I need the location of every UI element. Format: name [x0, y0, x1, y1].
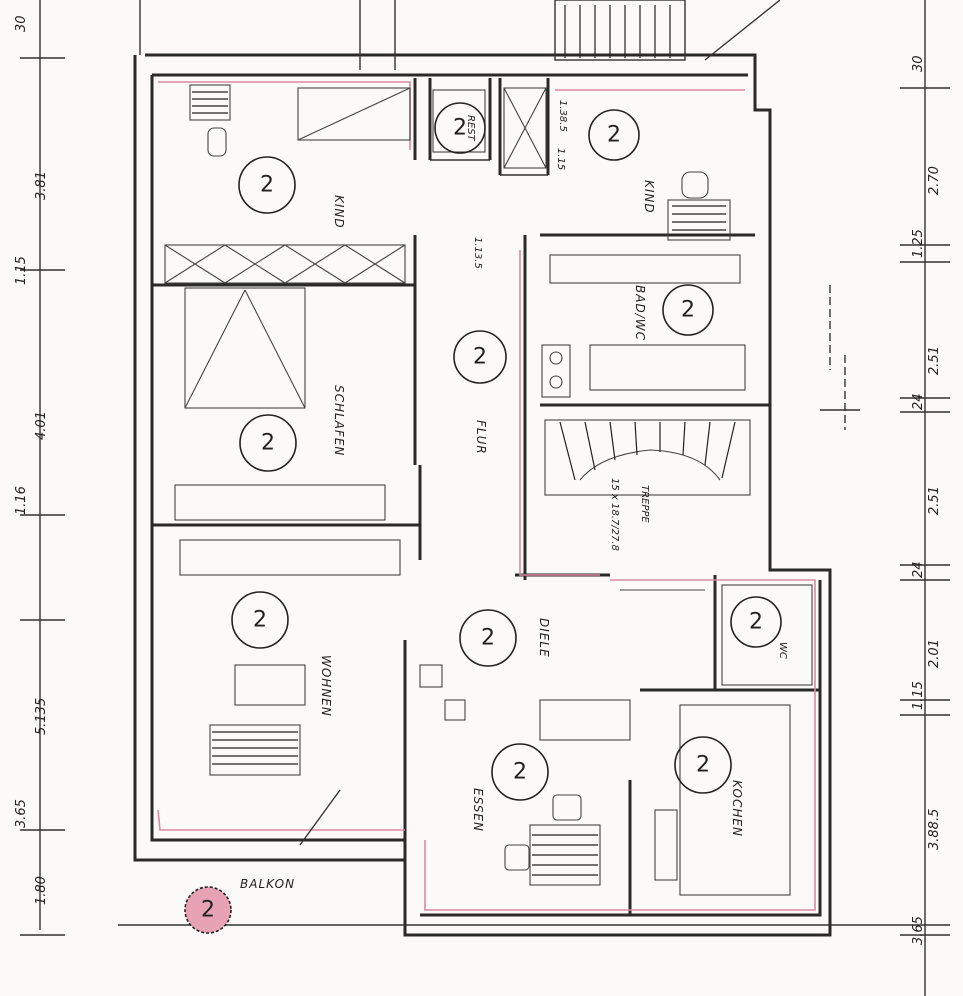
- room-kind-2: 2 KIND 1.38.5 1.15: [555, 100, 656, 214]
- room-treppe: TREPPE 15 x 18.7/27.8: [609, 478, 650, 551]
- svg-text:1.15: 1.15: [555, 148, 566, 170]
- svg-text:2: 2: [696, 753, 710, 778]
- svg-text:4.01: 4.01: [34, 411, 49, 440]
- svg-text:3.81: 3.81: [34, 171, 49, 200]
- svg-text:1.16: 1.16: [14, 486, 29, 515]
- svg-text:1.15: 1.15: [14, 256, 29, 285]
- svg-text:KIND: KIND: [332, 195, 346, 229]
- svg-text:1.25: 1.25: [911, 229, 926, 258]
- svg-text:2.01: 2.01: [927, 639, 942, 668]
- outer-walls: [118, 0, 950, 937]
- svg-text:BALKON: BALKON: [240, 877, 295, 891]
- svg-text:1.13.5: 1.13.5: [472, 237, 483, 269]
- svg-text:2: 2: [453, 116, 467, 141]
- dimension-right: 30 2.70 1.25 2.51 24 2.51 24 2.01 1.15 3…: [900, 0, 950, 996]
- svg-text:ESSEN: ESSEN: [471, 788, 485, 832]
- outside-stair: [554, 0, 781, 61]
- svg-text:1.15: 1.15: [911, 681, 926, 710]
- svg-text:3.88.5: 3.88.5: [927, 809, 942, 850]
- svg-text:KIND: KIND: [642, 180, 656, 214]
- svg-text:KOCHEN: KOCHEN: [730, 780, 744, 837]
- svg-text:1.80: 1.80: [34, 876, 49, 905]
- svg-text:2.51: 2.51: [927, 346, 942, 375]
- svg-text:WOHNEN: WOHNEN: [319, 655, 333, 717]
- svg-text:24: 24: [911, 393, 926, 410]
- room-wohnen: 2 WOHNEN: [231, 591, 333, 717]
- room-kochen: 2 KOCHEN: [674, 736, 744, 837]
- svg-text:2: 2: [481, 626, 495, 651]
- interior-walls: [152, 78, 820, 915]
- svg-text:TREPPE: TREPPE: [639, 485, 650, 523]
- svg-text:30: 30: [911, 55, 926, 72]
- staircase: [544, 419, 751, 496]
- svg-text:REST: REST: [465, 115, 476, 142]
- svg-text:1.38.5: 1.38.5: [557, 100, 568, 132]
- room-schlafen: 2 SCHLAFEN: [239, 385, 346, 472]
- svg-text:2.51: 2.51: [927, 486, 942, 515]
- svg-text:2: 2: [253, 608, 267, 633]
- room-bad-wc: 2 BAD/WC: [633, 284, 714, 341]
- room-kind-1: 2 KIND: [238, 156, 346, 229]
- room-essen: 2 ESSEN: [471, 743, 549, 832]
- svg-text:30: 30: [14, 15, 29, 32]
- svg-text:24: 24: [911, 561, 926, 578]
- svg-text:2: 2: [201, 898, 215, 923]
- room-diele: 2 DIELE: [459, 609, 551, 667]
- svg-text:2: 2: [607, 123, 621, 148]
- svg-text:BAD/WC: BAD/WC: [633, 285, 647, 341]
- svg-text:2: 2: [261, 431, 275, 456]
- room-markers: 2 KIND 2 REST 2 KIND 1.38.5 1.15 2 SCHLA…: [184, 100, 788, 934]
- svg-text:3.65: 3.65: [14, 799, 29, 828]
- axis-marks: [820, 285, 860, 430]
- svg-text:2: 2: [681, 298, 695, 323]
- room-flur: 2 FLUR 1.13.5: [453, 237, 507, 455]
- svg-text:WC: WC: [777, 642, 788, 659]
- svg-text:2: 2: [473, 345, 487, 370]
- svg-text:2: 2: [513, 760, 527, 785]
- svg-text:5.135: 5.135: [34, 698, 49, 735]
- room-rest: 2 REST: [434, 102, 486, 154]
- dimension-left: 30 3.81 1.15 4.01 1.16 5.135 3.65 1.80: [14, 0, 65, 936]
- room-wc: 2 WC: [730, 596, 788, 659]
- svg-text:FLUR: FLUR: [474, 420, 488, 455]
- svg-text:DIELE: DIELE: [537, 618, 551, 658]
- svg-text:3.65: 3.65: [911, 916, 926, 945]
- accent-lines: [157, 81, 816, 911]
- room-balkon: 2 BALKON: [184, 877, 295, 934]
- svg-text:SCHLAFEN: SCHLAFEN: [332, 385, 346, 456]
- svg-text:15 x 18.7/27.8: 15 x 18.7/27.8: [609, 478, 620, 551]
- svg-text:2: 2: [260, 173, 274, 198]
- furniture: [164, 84, 813, 896]
- svg-text:2: 2: [749, 610, 763, 635]
- svg-text:2.70: 2.70: [927, 166, 942, 195]
